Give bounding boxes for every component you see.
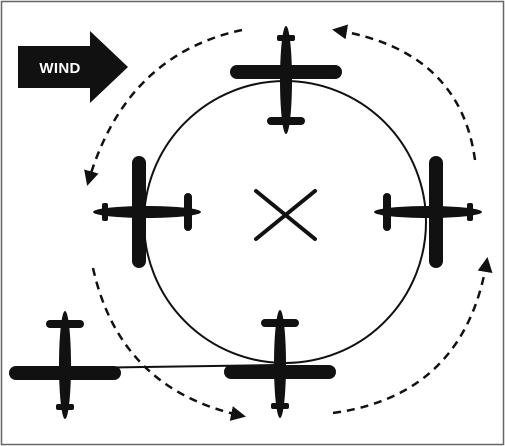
direction-arrow-bottom-left (91, 267, 246, 421)
wind-label: WIND (39, 60, 80, 77)
direction-arrow-top-left (84, 28, 243, 186)
flight-direction-arrows (84, 24, 493, 421)
direction-arrow-bottom-right (332, 257, 493, 415)
wind-arrow-icon: WIND (18, 31, 128, 103)
center-x-mark-icon (254, 189, 317, 241)
direction-arrow-top-right (332, 24, 477, 161)
